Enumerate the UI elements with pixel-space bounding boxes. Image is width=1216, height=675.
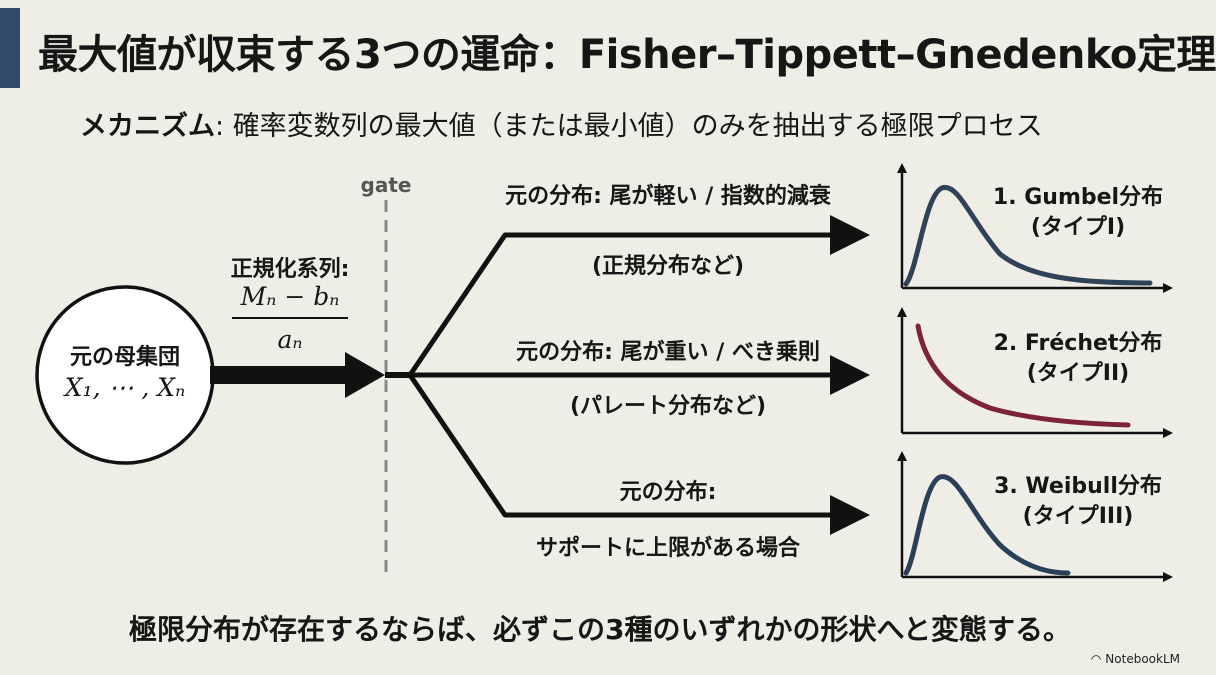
accent-bar xyxy=(0,8,20,88)
mechanism-line: メカニズム: 確率変数列の最大値（または最小値）のみを抽出する極限プロセス xyxy=(80,104,1043,143)
main-arrow-head xyxy=(345,352,385,398)
population-label: 元の母集団 xyxy=(70,344,180,370)
mechanism-label: メカニズム xyxy=(80,111,215,142)
population-variables: X₁, ⋯ , Xₙ xyxy=(63,373,185,402)
frechet-name: 2. Fréchet分布 xyxy=(994,330,1163,356)
branch-example-frechet: (パレート分布など) xyxy=(570,393,766,419)
conclusion-text: 極限分布が存在するならば、必ずこの3種のいずれかの形状へと変態する。 xyxy=(128,613,1072,646)
notebooklm-icon: ◠ xyxy=(1090,652,1102,666)
branch-condition-weibull: 元の分布: xyxy=(620,479,717,505)
gate-label: gate xyxy=(361,173,412,197)
gumbel-name: 1. Gumbel分布 xyxy=(993,184,1163,210)
gumbel-plot: 1. Gumbel分布 (タイプI) xyxy=(897,163,1173,293)
gumbel-curve xyxy=(903,184,1153,287)
weibull-name: 3. Weibull分布 xyxy=(994,473,1162,499)
main-arrow-shaft xyxy=(210,366,350,384)
frechet-type: (タイプII) xyxy=(1027,361,1129,386)
branch-arrow-gumbel xyxy=(407,215,870,377)
brand-label: NotebookLM xyxy=(1105,652,1180,666)
weibull-plot: 3. Weibull分布 (タイプIII) xyxy=(897,451,1173,582)
brand-watermark: ◠NotebookLM xyxy=(1091,652,1180,666)
weibull-curve xyxy=(903,474,1071,576)
branch-example-weibull: サポートに上限がある場合 xyxy=(536,535,801,561)
mechanism-separator: : xyxy=(215,111,233,142)
normalization-numerator: Mₙ − bₙ xyxy=(240,282,340,311)
frechet-curve xyxy=(915,323,1131,428)
branch-condition-frechet: 元の分布: 尾が重い / べき乗則 xyxy=(516,339,820,365)
branch-example-gumbel: (正規分布など) xyxy=(592,253,744,279)
slide-title: 最大値が収束する3つの運命：Fisher–Tippett–Gnedenko定理 xyxy=(38,32,1216,78)
weibull-type: (タイプIII) xyxy=(1023,504,1134,529)
normalization-denominator: aₙ xyxy=(277,325,302,354)
frechet-plot: 2. Fréchet分布 (タイプII) xyxy=(897,307,1173,438)
mechanism-text: 確率変数列の最大値（または最小値）のみを抽出する極限プロセス xyxy=(232,111,1043,142)
gumbel-type: (タイプI) xyxy=(1031,215,1125,240)
branch-condition-gumbel: 元の分布: 尾が軽い / 指数的減衰 xyxy=(505,183,832,209)
branch-arrow-weibull xyxy=(407,373,870,535)
normalization-label: 正規化系列: xyxy=(231,256,350,282)
